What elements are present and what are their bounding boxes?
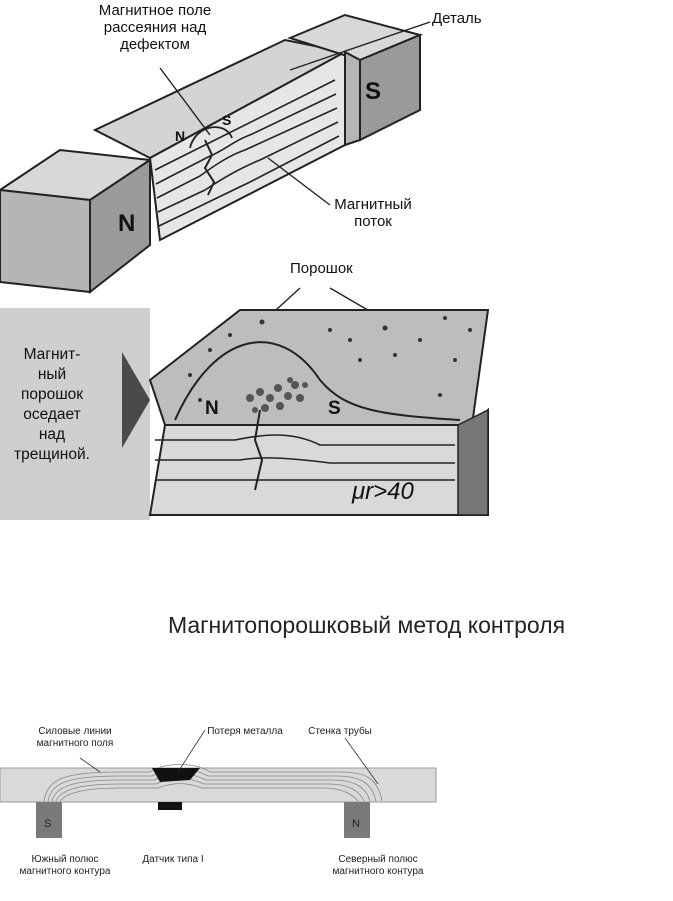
small-s-label: S — [222, 112, 232, 128]
section-s-label: S — [328, 398, 341, 419]
north-pole-letter: N — [352, 818, 360, 830]
label-north-pole: Северный полюс магнитного контура — [332, 854, 424, 877]
stray-field-loop — [189, 126, 233, 149]
south-magnet-block — [287, 13, 424, 147]
north-magnet-block — [0, 148, 153, 295]
mu-label: μr>40 — [352, 478, 414, 505]
south-pole-block — [36, 802, 62, 838]
flux-lines — [154, 79, 340, 227]
metal-loss — [152, 768, 200, 782]
leader-pipe-wall — [344, 737, 379, 785]
leader-metal-loss — [177, 729, 206, 773]
caption: Магнитопорошковый метод контроля — [167, 612, 566, 638]
cross-section — [148, 309, 490, 516]
label-field-lines: Силовые линии магнитного поля — [36, 726, 114, 749]
label-stray-field: Магнитное поле рассеяния над дефектом — [98, 2, 212, 53]
small-n-label: N — [175, 128, 186, 144]
magnetic-flux-illustration — [0, 13, 490, 520]
pole-n-label: N — [118, 210, 136, 237]
section-crack — [253, 409, 264, 491]
label-powder: Порошок — [290, 260, 353, 277]
pipe-wall-diagram — [0, 729, 437, 838]
label-sensor: Датчик типа I — [142, 854, 204, 865]
label-pipe-wall: Стенка трубы — [308, 726, 372, 737]
section-flux-lines — [155, 434, 455, 481]
powder-cluster — [246, 377, 308, 413]
leakage-field-curve — [174, 341, 461, 421]
label-part: Деталь — [432, 10, 482, 27]
pole-s-label: S — [365, 78, 382, 105]
north-pole-block — [344, 802, 370, 838]
section-n-label: N — [205, 398, 219, 419]
sensor — [158, 802, 182, 810]
label-metal-loss: Потеря металла — [207, 726, 283, 737]
label-south-pole: Южный полюс магнитного контура — [19, 854, 111, 877]
side-panel-arrow — [122, 352, 150, 448]
label-flux: Магнитный поток — [334, 196, 412, 230]
side-text: Магнит- ный порошок оседает над трещиной… — [14, 346, 90, 463]
leader-part — [289, 21, 431, 71]
powder-dots — [188, 316, 472, 402]
leader-field-lines — [79, 757, 101, 773]
leader-flux — [267, 157, 331, 206]
leader-stray-field — [159, 67, 211, 136]
south-pole-letter: S — [44, 818, 52, 830]
pipe-wall — [0, 767, 437, 803]
crack — [203, 139, 216, 196]
